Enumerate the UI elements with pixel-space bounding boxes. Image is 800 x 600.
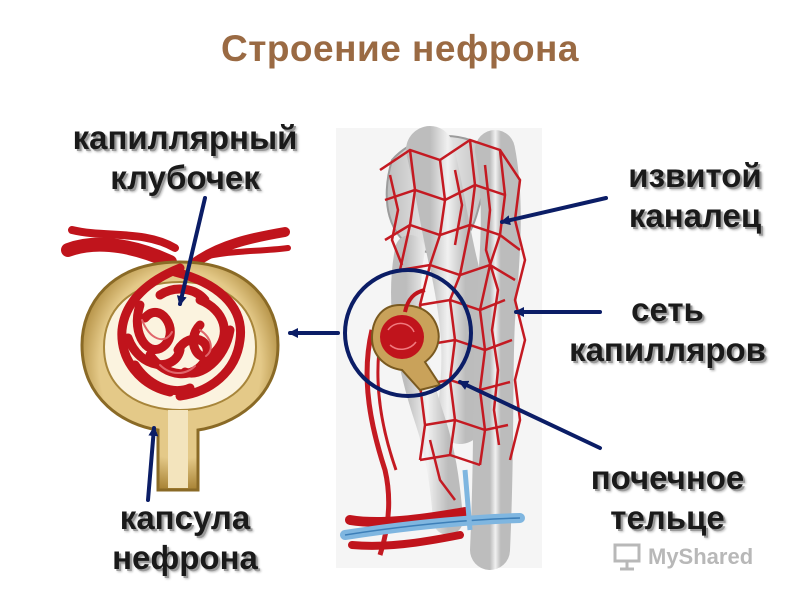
label-glomerulus: капиллярный клубочек xyxy=(40,118,330,198)
label-capsule-line2: нефрона xyxy=(112,539,258,576)
capillary-net xyxy=(379,138,527,501)
capsule-arrow xyxy=(146,426,159,502)
tubule-arrow xyxy=(500,196,608,226)
label-network-line1: сеть xyxy=(631,291,704,328)
label-convoluted-tubule: извитой каналец xyxy=(600,156,790,236)
label-capsule: капсула нефрона xyxy=(85,498,285,578)
label-capsule-line1: капсула xyxy=(119,499,251,536)
label-capillary-network: сеть капилляров xyxy=(540,290,795,370)
glomerulus-illustration xyxy=(61,226,291,492)
presentation-board-icon xyxy=(613,543,641,571)
watermark: MyShared xyxy=(612,540,787,574)
label-tubule-line2: каналец xyxy=(628,197,762,234)
glomerulus-arrow xyxy=(176,196,207,306)
slide-title: Строение нефрона xyxy=(220,28,579,69)
watermark-text: MyShared xyxy=(648,544,754,569)
label-glomerulus-line1: капиллярный xyxy=(72,119,298,156)
label-tubule-line1: извитой xyxy=(628,157,762,194)
corpuscle-highlight-circle xyxy=(343,268,473,398)
label-glomerulus-line2: клубочек xyxy=(110,159,260,196)
nephron-illustration xyxy=(336,126,542,570)
label-corpuscle-line2: тельце xyxy=(610,499,725,536)
label-renal-corpuscle: почечное тельце xyxy=(560,458,775,538)
corpuscle-arrow xyxy=(458,380,602,450)
label-network-line2: капилляров xyxy=(569,331,766,368)
label-corpuscle-line1: почечное xyxy=(590,459,745,496)
